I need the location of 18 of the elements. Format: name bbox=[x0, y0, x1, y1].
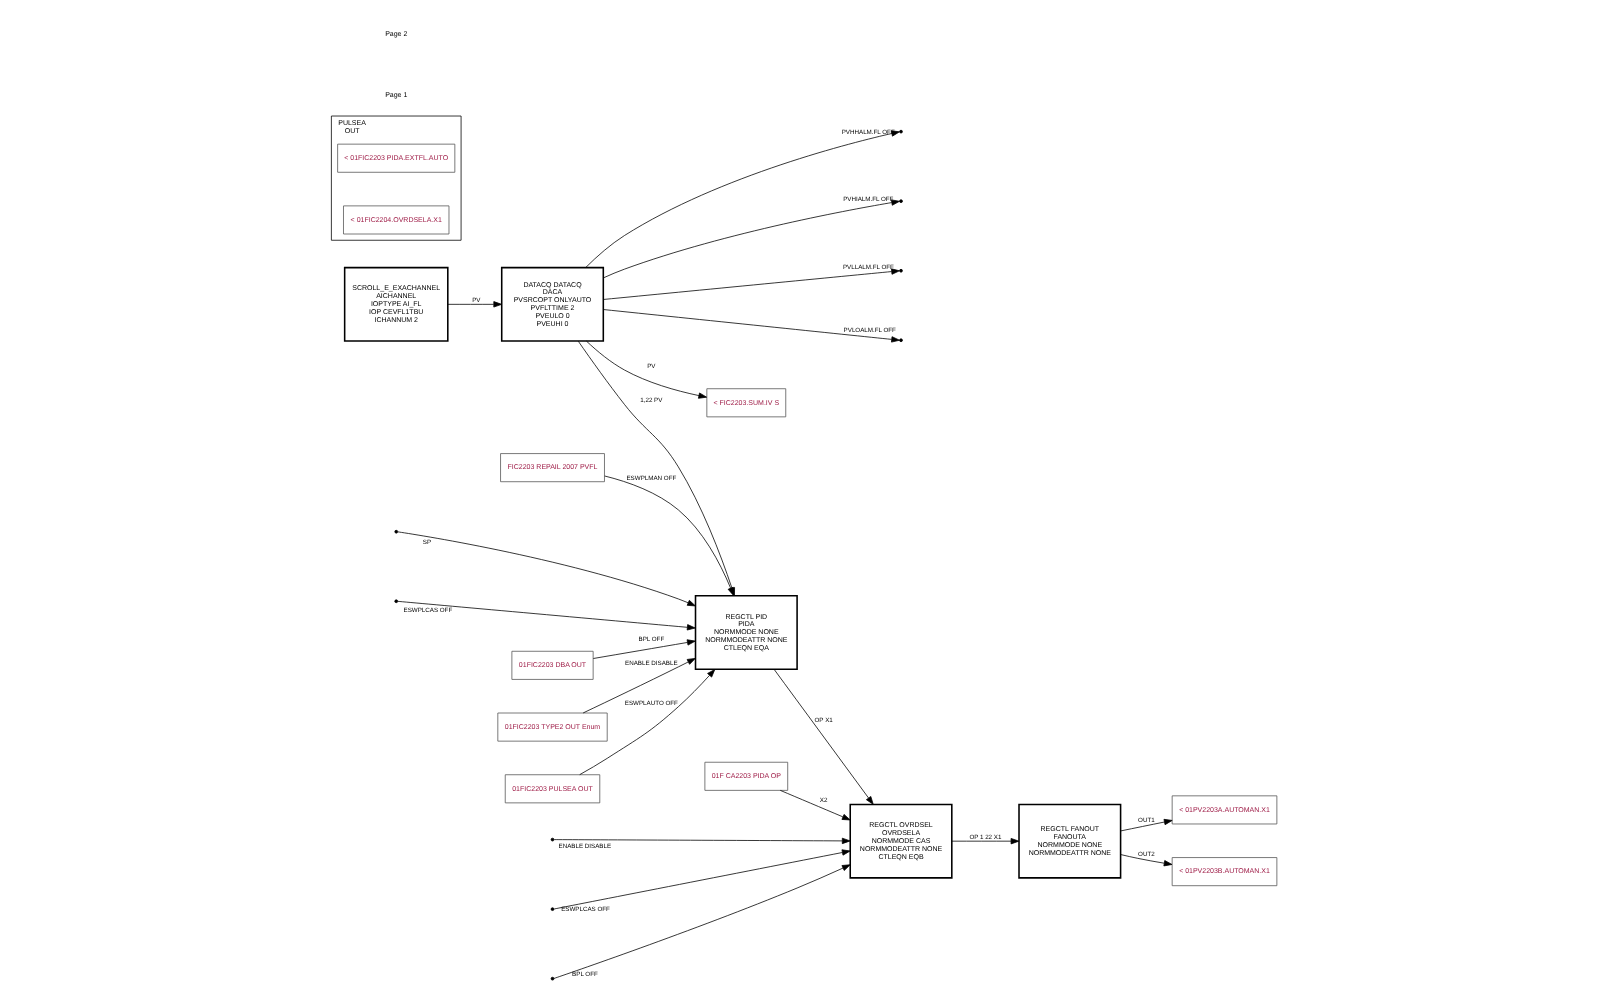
arrow bbox=[1119, 854, 1172, 867]
arrow bbox=[778, 790, 850, 821]
arrow bbox=[1119, 818, 1172, 832]
arrow bbox=[950, 838, 1019, 845]
arrow bbox=[552, 849, 850, 910]
arrow bbox=[396, 600, 695, 631]
arrow bbox=[772, 668, 873, 805]
arrow bbox=[578, 669, 715, 776]
arrow bbox=[591, 639, 695, 659]
arrow bbox=[585, 340, 706, 399]
arrow bbox=[552, 837, 850, 845]
arrow bbox=[602, 268, 899, 300]
arrow bbox=[602, 199, 899, 279]
arrow bbox=[581, 658, 695, 714]
arrow bbox=[446, 301, 501, 308]
arrow bbox=[552, 864, 850, 979]
arrow bbox=[396, 531, 695, 607]
arrow bbox=[602, 309, 899, 343]
